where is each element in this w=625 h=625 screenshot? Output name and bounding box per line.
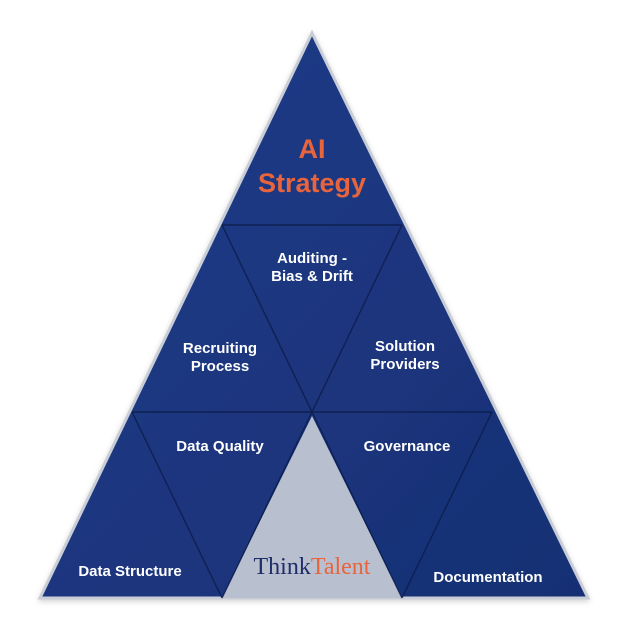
- solution-line1: Solution: [375, 338, 435, 355]
- logo-talent: Talent: [310, 554, 371, 580]
- solution-line2: Providers: [370, 356, 440, 373]
- section-dividers: [131, 224, 493, 599]
- data-quality-label: Data Quality: [176, 438, 264, 455]
- auditing-line1: Auditing -: [277, 250, 347, 267]
- center-logo-panel: [222, 416, 402, 598]
- ai-strategy-line2: Strategy: [257, 167, 367, 198]
- recruiting-label: Recruiting Process: [160, 340, 280, 376]
- recruiting-line1: Recruiting: [182, 340, 258, 357]
- documentation-label: Documentation: [433, 569, 543, 586]
- auditing-label: Auditing - Bias & Drift: [242, 250, 382, 286]
- solution-providers-label: Solution Providers: [345, 338, 465, 374]
- auditing-line2: Bias & Drift: [271, 268, 353, 285]
- logo-think: Think: [253, 554, 311, 580]
- ai-strategy-title: AI Strategy: [244, 133, 380, 201]
- data-structure-label: Data Structure: [78, 563, 182, 580]
- ai-strategy-line1: AI: [298, 134, 326, 164]
- recruiting-line2: Process: [190, 358, 250, 375]
- governance-label: Governance: [363, 438, 451, 455]
- thinktalent-logo: ThinkTalent: [226, 555, 398, 579]
